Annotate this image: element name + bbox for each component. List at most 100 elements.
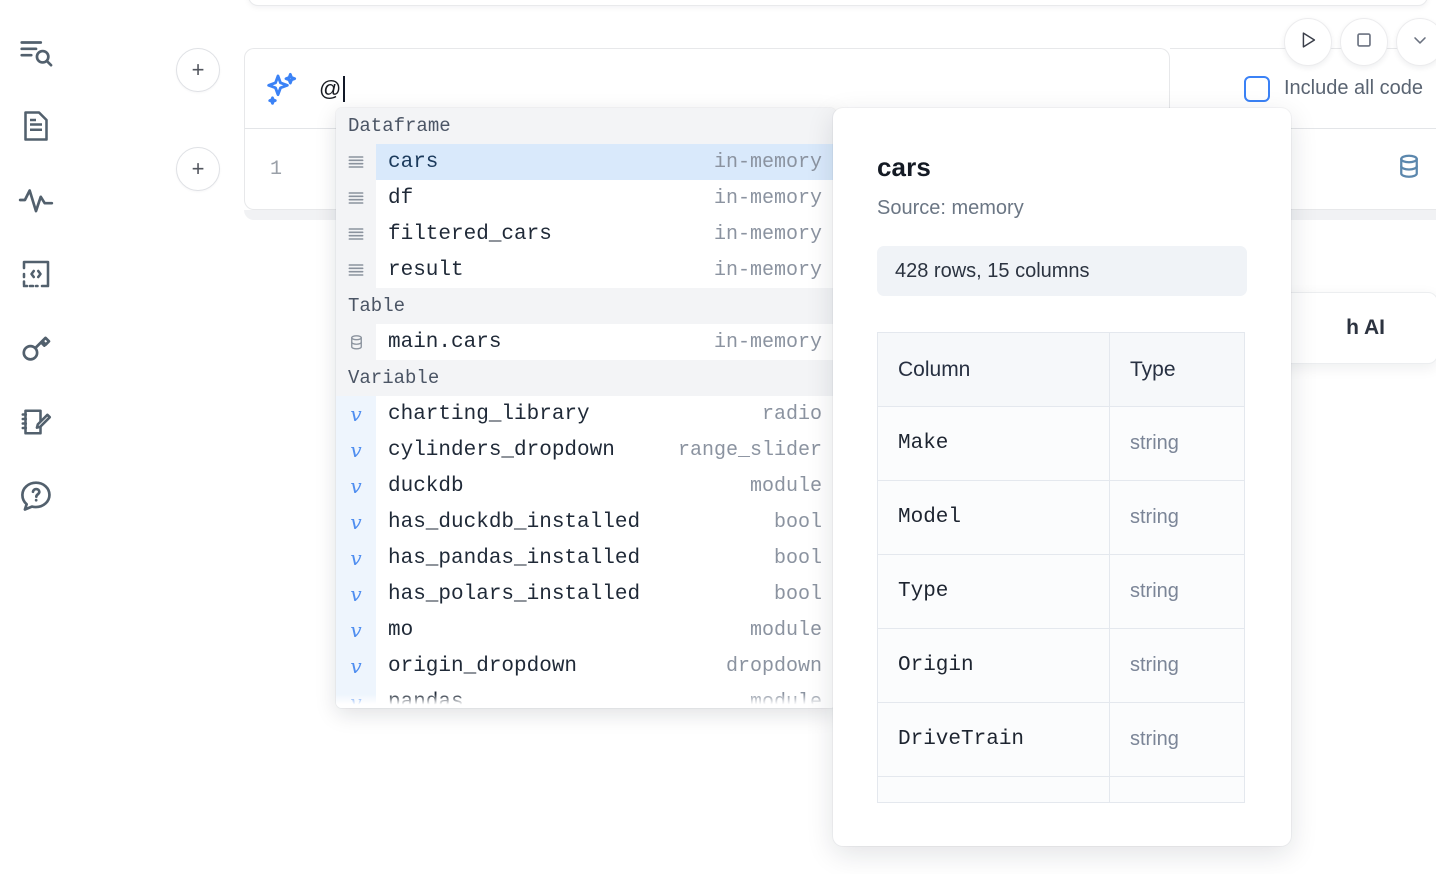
schema-column-type: string (1109, 628, 1245, 703)
outline-search-icon (17, 33, 55, 71)
schema-column-type: string (1109, 702, 1245, 777)
autocomplete-item-body: origin_dropdown dropdown (376, 648, 836, 684)
variable-icon: v (336, 648, 376, 684)
play-icon (1297, 29, 1319, 56)
variable-icon: v (336, 540, 376, 576)
autocomplete-item-meta: bool (773, 546, 822, 570)
database-icon[interactable] (1394, 152, 1424, 187)
stop-square-icon (1353, 29, 1375, 56)
chevron-down-icon (1410, 30, 1430, 55)
preview-title: cars (877, 152, 931, 182)
dataset-preview-panel: cars Source: memory 428 rows, 15 columns… (833, 108, 1291, 846)
add-cell-button-bottom[interactable]: + (176, 147, 220, 191)
autocomplete-section-header: Dataframe (336, 108, 836, 144)
autocomplete-item[interactable]: v cylinders_dropdown range_slider (336, 432, 836, 468)
text-caret (342, 75, 345, 102)
ai-prompt-value: @ (319, 75, 342, 101)
autocomplete-item-meta: module (749, 618, 822, 642)
autocomplete-item-name: df (388, 186, 414, 210)
add-cell-button-top[interactable]: + (176, 48, 220, 92)
file-text-icon (18, 108, 54, 144)
run-controls (1284, 18, 1436, 66)
sidebar-item-activity[interactable] (9, 164, 63, 236)
schema-column-name: Make (877, 406, 1110, 481)
run-button[interactable] (1284, 18, 1332, 66)
autocomplete-item-meta: in-memory (713, 222, 822, 246)
variable-icon: v (336, 684, 376, 708)
autocomplete-item-name: has_polars_installed (388, 582, 641, 606)
code-snippet-icon (18, 256, 54, 292)
autocomplete-item-meta: radio (761, 402, 822, 426)
sidebar-item-files[interactable] (9, 90, 63, 162)
autocomplete-item[interactable]: v has_pandas_installed bool (336, 540, 836, 576)
schema-column-type: string (1109, 480, 1245, 555)
include-all-code-label: Include all code (1284, 77, 1423, 99)
autocomplete-item-body: has_polars_installed bool (376, 576, 836, 612)
autocomplete-item-name: pandas (388, 690, 464, 709)
ai-prompt-input[interactable]: @ (319, 49, 1169, 128)
autocomplete-item-name: result (388, 258, 464, 282)
autocomplete-item-meta: bool (773, 582, 822, 606)
more-button[interactable] (1396, 18, 1436, 66)
autocomplete-item-meta: dropdown (725, 654, 822, 678)
sidebar-item-secrets[interactable] (9, 312, 63, 384)
sidebar-item-help[interactable] (9, 460, 63, 532)
stop-button[interactable] (1340, 18, 1388, 66)
schema-column-name: Model (877, 480, 1110, 555)
autocomplete-item-name: mo (388, 618, 414, 642)
autocomplete-item[interactable]: cars in-memory (336, 144, 836, 180)
autocomplete-item-name: main.cars (388, 330, 502, 354)
autocomplete-item-name: filtered_cars (388, 222, 552, 246)
autocomplete-item[interactable]: v has_polars_installed bool (336, 576, 836, 612)
autocomplete-item-meta: in-memory (713, 150, 822, 174)
variable-icon: v (336, 468, 376, 504)
ai-sparkle-icon (245, 69, 319, 109)
schema-column-type: string (1109, 554, 1245, 629)
cell-above-partial[interactable] (248, 0, 1428, 6)
autocomplete-item-name: cylinders_dropdown (388, 438, 615, 462)
autocomplete-item-meta: range_slider (677, 438, 822, 462)
autocomplete-item-meta: in-memory (713, 258, 822, 282)
table-header-row: Column Type (877, 332, 1245, 407)
autocomplete-item[interactable]: filtered_cars in-memory (336, 216, 836, 252)
sidebar-item-snippets[interactable] (9, 238, 63, 310)
preview-shape-badge: 428 rows, 15 columns (877, 246, 1247, 296)
include-all-code-checkbox[interactable] (1244, 75, 1270, 102)
cell-toolbar: M↓ (1394, 152, 1436, 187)
autocomplete-item[interactable]: result in-memory (336, 252, 836, 288)
autocomplete-item-body: cylinders_dropdown range_slider (376, 432, 836, 468)
autocomplete-item-name: has_pandas_installed (388, 546, 641, 570)
sidebar-item-scratchpad[interactable] (9, 386, 63, 458)
database-icon (336, 324, 376, 360)
autocomplete-item-name: cars (388, 150, 439, 174)
table-row (877, 776, 1245, 803)
schema-column-name: Type (877, 554, 1110, 629)
autocomplete-item-name: has_duckdb_installed (388, 510, 641, 534)
variable-icon: v (336, 576, 376, 612)
autocomplete-item-name: origin_dropdown (388, 654, 578, 678)
sidebar-item-explore[interactable] (9, 16, 63, 88)
key-icon (17, 329, 55, 367)
autocomplete-item-name: charting_library (388, 402, 590, 426)
column-header-column: Column (877, 332, 1110, 407)
autocomplete-item-body: mo module (376, 612, 836, 648)
preview-source: Source: memory (877, 197, 1024, 219)
variable-icon: v (336, 432, 376, 468)
autocomplete-item[interactable]: v origin_dropdown dropdown (336, 648, 836, 684)
